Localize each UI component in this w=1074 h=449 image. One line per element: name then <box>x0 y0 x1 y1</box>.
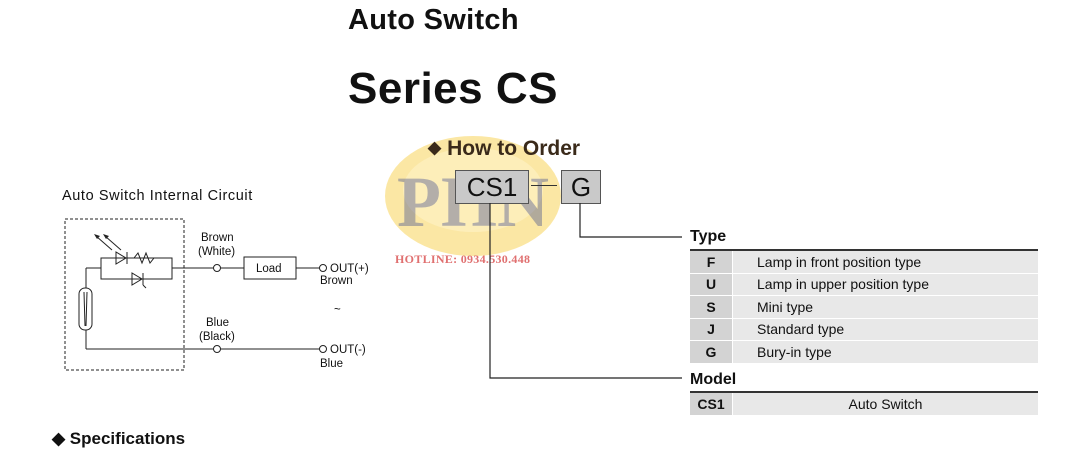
out-plus-label: OUT(+) <box>330 263 369 275</box>
type-desc: Bury-in type <box>732 340 1038 364</box>
type-desc: Mini type <box>732 295 1038 319</box>
specifications-label: Specifications <box>69 429 186 448</box>
type-table: F Lamp in front position type U Lamp in … <box>690 249 1038 364</box>
model-table: CS1 Auto Switch <box>690 391 1038 416</box>
blue-wire-label: Blue <box>206 317 229 329</box>
model-desc: Auto Switch <box>732 392 1038 416</box>
type-desc: Standard type <box>732 318 1038 341</box>
type-desc: Lamp in front position type <box>732 250 1038 274</box>
specifications-heading: ◆ Specifications <box>52 429 185 449</box>
internal-circuit-diagram: Brown (White) Load OUT(+) Brown ~ Blue (… <box>64 218 369 371</box>
table-row: J Standard type <box>690 318 1038 341</box>
diamond-bullet-icon: ◆ <box>428 138 442 157</box>
tilde-label: ~ <box>334 304 341 316</box>
white-wire-label: (White) <box>198 246 235 258</box>
series-title: Series CS <box>348 64 558 113</box>
table-row: CS1 Auto Switch <box>690 392 1038 416</box>
table-row: G Bury-in type <box>690 340 1038 364</box>
order-code-prefix: CS1 <box>455 170 529 204</box>
series-subtitle: Auto Switch <box>348 4 519 36</box>
diamond-bullet-icon: ◆ <box>52 429 70 448</box>
table-row: U Lamp in upper position type <box>690 273 1038 296</box>
load-label: Load <box>256 263 282 275</box>
type-code: J <box>690 318 733 341</box>
table-row: S Mini type <box>690 295 1038 319</box>
order-code-suffix: G <box>561 170 601 204</box>
type-code: G <box>690 340 733 364</box>
black-wire-label: (Black) <box>199 331 235 343</box>
model-code: CS1 <box>690 392 733 416</box>
order-connector-lines <box>489 203 682 379</box>
out-minus-color-label: Blue <box>320 358 343 370</box>
how-to-order-heading: ◆ How to Order <box>428 137 580 161</box>
type-section-title: Type <box>690 228 727 245</box>
order-code-dash <box>531 185 557 186</box>
type-desc: Lamp in upper position type <box>732 273 1038 296</box>
out-plus-color-label: Brown <box>320 275 353 287</box>
circuit-title: Auto Switch Internal Circuit <box>62 188 253 204</box>
type-code: U <box>690 273 733 296</box>
type-code: S <box>690 295 733 319</box>
table-row: F Lamp in front position type <box>690 250 1038 274</box>
out-minus-label: OUT(-) <box>330 344 366 356</box>
model-section-title: Model <box>690 371 737 388</box>
brown-wire-label: Brown <box>201 232 234 244</box>
type-code: F <box>690 250 733 274</box>
how-to-order-label: How to Order <box>447 137 581 160</box>
watermark-hotline: HOTLINE: 0934.530.448 <box>395 252 531 266</box>
